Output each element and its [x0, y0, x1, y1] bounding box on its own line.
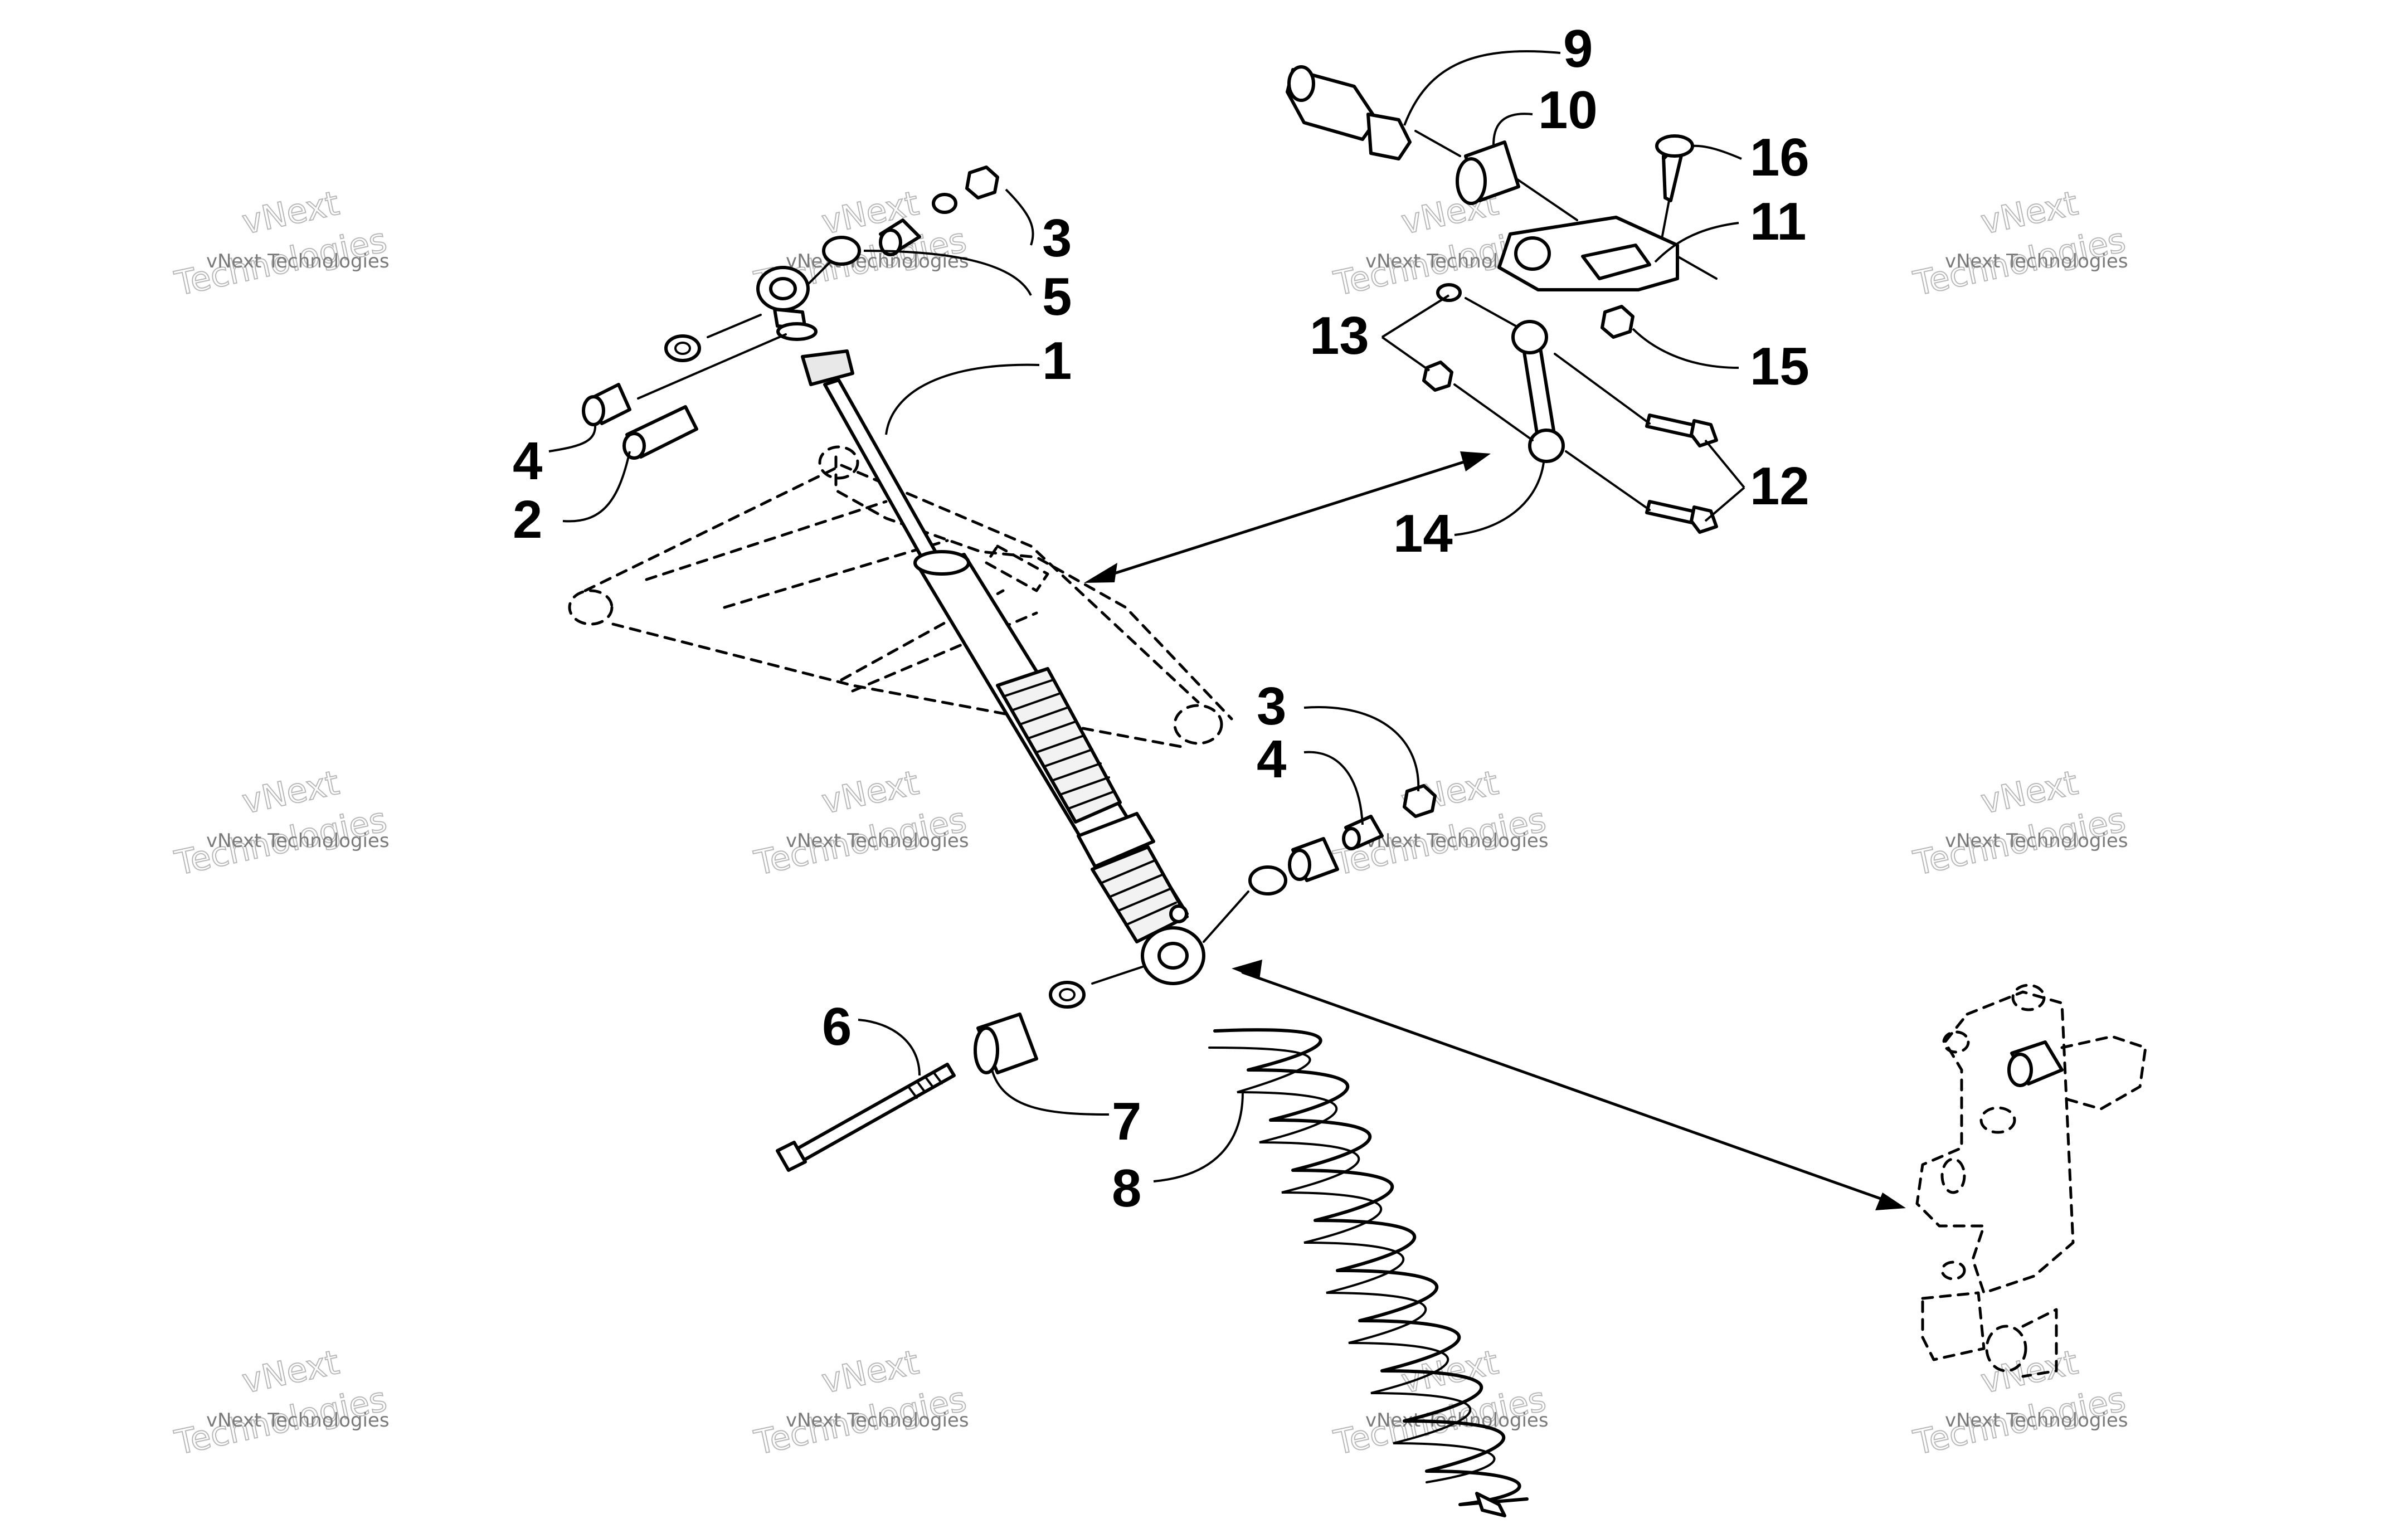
callout-3-lower: 3 — [1257, 676, 1286, 736]
watermark: vNext Technologies vNext Technologies — [1910, 1342, 2130, 1463]
callout-9: 9 — [1563, 19, 1593, 79]
leader-5 — [863, 250, 1032, 296]
leader-13a — [1381, 294, 1450, 338]
washer-lower-left — [1049, 981, 1086, 1009]
leader-lines — [548, 50, 1745, 1182]
callout-8: 8 — [1112, 1159, 1141, 1218]
leader-7 — [991, 1069, 1110, 1116]
callout-12: 12 — [1750, 456, 1809, 516]
callout-4-upper: 4 — [513, 431, 542, 491]
lower-hardware — [776, 784, 1437, 1172]
leader-14 — [1454, 462, 1545, 536]
watermarks: vNext Technologies vNext Technologies vN… — [171, 183, 2130, 1463]
callout-5: 5 — [1042, 267, 1072, 327]
watermark: vNext Technologies vNext Technologies — [171, 1342, 391, 1463]
arrowhead-right — [1875, 1193, 1906, 1210]
bolt-6 — [787, 1063, 956, 1166]
callout-2: 2 — [513, 490, 542, 549]
leader-12a — [1704, 439, 1745, 489]
leader-16 — [1691, 144, 1742, 160]
leader-9 — [1403, 50, 1561, 126]
nut-3-lower — [1403, 784, 1437, 818]
callout-numbers: 1 2 3 4 5 6 7 8 3 4 9 10 11 12 13 14 15 … — [513, 19, 1809, 1218]
watermark: vNext Technologies vNext Technologies — [171, 763, 391, 884]
nut-15 — [1601, 305, 1634, 339]
callout-3-upper: 3 — [1042, 208, 1072, 268]
leader-6 — [858, 1019, 921, 1076]
watermark-small: vNext Technologies — [786, 830, 969, 852]
leader-3-upper — [1005, 188, 1034, 246]
washer-5 — [822, 236, 861, 266]
leader-10 — [1492, 113, 1533, 145]
watermark-small: vNext Technologies — [1365, 1409, 1549, 1432]
watermark-small: vNext Technologies — [1945, 830, 2128, 852]
bolt-16 — [1662, 149, 1684, 202]
nut-3-upper — [965, 166, 999, 199]
callout-13: 13 — [1310, 306, 1369, 366]
watermark-small: vNext Technologies — [786, 250, 969, 272]
arrowhead-right — [1460, 451, 1491, 471]
watermark: vNext Technologies vNext Technologies — [751, 763, 971, 884]
watermark-small: vNext Technologies — [1945, 1409, 2128, 1432]
leader-4-lower — [1303, 751, 1364, 825]
watermark: vNext Technologies vNext Technologies — [1910, 763, 2130, 884]
leader-4-upper — [548, 423, 597, 452]
watermark-small: vNext Technologies — [206, 830, 390, 852]
washer-lower-right — [1248, 865, 1287, 895]
shock-absorber — [756, 266, 1205, 985]
reference-arrows — [1084, 451, 1906, 1210]
watermark-small: vNext Technologies — [786, 1409, 969, 1432]
watermark: vNext Technologies vNext Technologies — [171, 183, 391, 304]
washer-upper-left — [664, 334, 701, 362]
callout-15: 15 — [1750, 337, 1809, 396]
arrow-linkage-to-arm — [1093, 455, 1481, 581]
leader-11 — [1654, 222, 1739, 263]
leader-2 — [562, 451, 631, 523]
watermark-small: vNext Technologies — [206, 1409, 390, 1432]
washer-upper-right — [932, 193, 957, 214]
spindle-phantom — [1915, 984, 2147, 1378]
watermark: vNext Technologies vNext Technologies — [751, 1342, 971, 1463]
callout-4-lower: 4 — [1257, 729, 1286, 789]
callout-16: 16 — [1750, 128, 1809, 187]
leader-15 — [1632, 328, 1739, 369]
leader-8 — [1153, 1092, 1244, 1182]
washer-13-upper — [1436, 283, 1462, 302]
coil-spring — [1208, 1028, 1529, 1517]
arrowhead-left — [1232, 960, 1262, 980]
leader-13b — [1381, 336, 1431, 372]
watermark-small: vNext Technologies — [1365, 830, 1549, 852]
callout-6: 6 — [822, 997, 852, 1057]
sway-bar-linkage — [1286, 65, 1718, 534]
callout-7: 7 — [1112, 1092, 1141, 1151]
upper-hardware — [582, 166, 999, 460]
watermark-small: vNext Technologies — [1945, 250, 2128, 272]
nut-13-lower — [1422, 361, 1453, 392]
callout-11: 11 — [1750, 192, 1806, 251]
callout-10: 10 — [1538, 80, 1598, 140]
arrow-shock-to-spindle — [1241, 971, 1896, 1205]
callout-1: 1 — [1042, 331, 1072, 391]
watermark-small: vNext Technologies — [206, 250, 390, 272]
arrowhead-left — [1084, 563, 1117, 583]
leader-1 — [885, 363, 1040, 435]
callout-14: 14 — [1393, 504, 1453, 563]
leader-3-lower — [1303, 706, 1420, 792]
watermark: vNext Technologies vNext Technologies — [1910, 183, 2130, 304]
leader-12b — [1704, 486, 1745, 522]
